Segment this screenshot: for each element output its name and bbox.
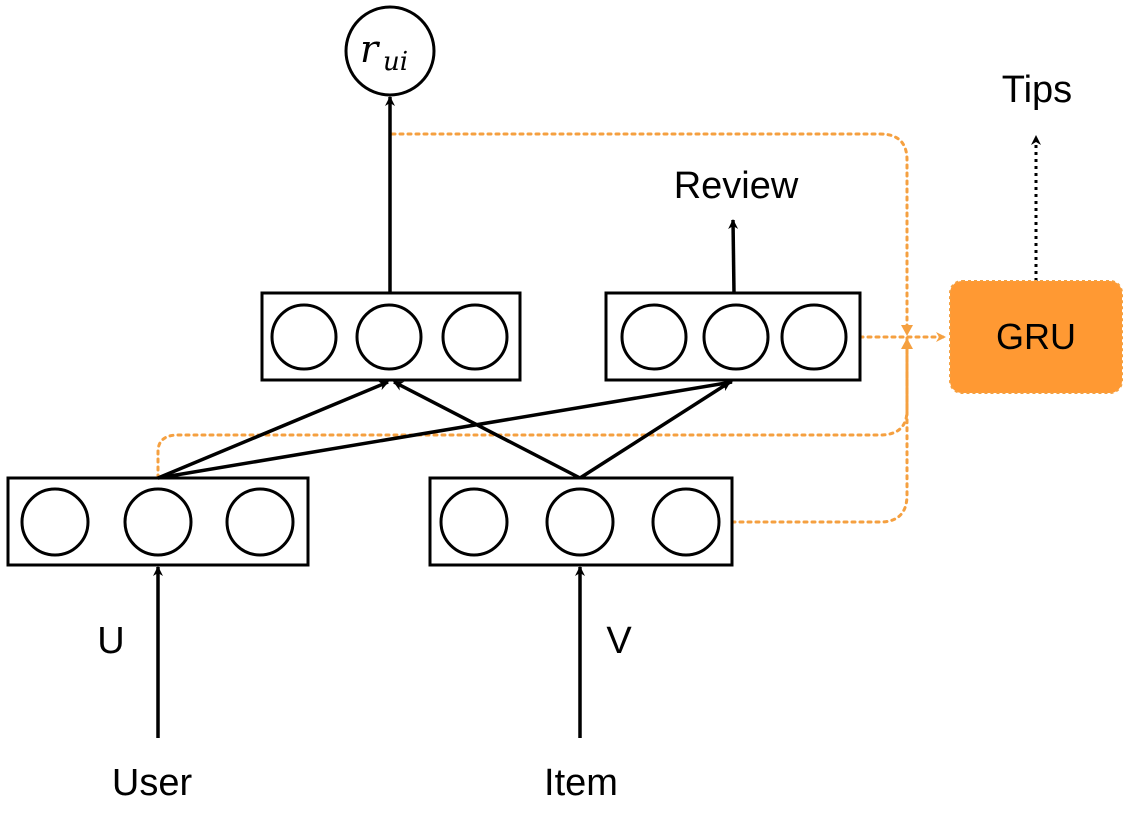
rating-symbol: r [360, 27, 381, 71]
neuron [270, 303, 338, 371]
item-input-label: Item [544, 762, 618, 804]
neuron [439, 487, 509, 557]
neuron [651, 487, 721, 557]
user-to-gru-flow [156, 336, 909, 480]
item-embedding-label: V [606, 620, 632, 662]
neuron [545, 487, 615, 557]
item-to-rating-layer-arrow [393, 380, 581, 480]
item-to-gru-flow [730, 336, 909, 524]
user-input-label: User [112, 762, 193, 804]
neuron [20, 487, 90, 557]
rating-subscript: ui [383, 47, 408, 77]
review-label: Review [674, 165, 799, 207]
user-to-rating-layer-arrow [157, 380, 389, 480]
gru-label: GRU [996, 316, 1076, 357]
user-embedding-label: U [97, 620, 124, 662]
rating-to-gru-flow [390, 132, 909, 332]
item-to-review-layer-arrow [579, 380, 731, 480]
tips-label: Tips [1002, 69, 1072, 111]
neuron [620, 303, 688, 371]
neuron [441, 303, 509, 371]
neuron [225, 487, 295, 557]
user-to-review-layer-arrow [157, 378, 733, 480]
rating-hidden-layer [260, 291, 522, 382]
review-layer-to-review-arrow [728, 219, 739, 294]
gru-node: GRU [949, 280, 1123, 394]
neuron [355, 303, 423, 371]
neuron [123, 487, 193, 557]
orange-flows [156, 132, 947, 524]
item-embedding-layer [428, 476, 734, 567]
orange-junction-arrows [901, 325, 913, 349]
neuron [780, 303, 848, 371]
rating-output-node: r ui [344, 5, 436, 97]
neuron [702, 303, 770, 371]
user-embedding-layer [6, 476, 310, 567]
review-hidden-layer [604, 291, 862, 382]
black-edges [153, 96, 739, 738]
